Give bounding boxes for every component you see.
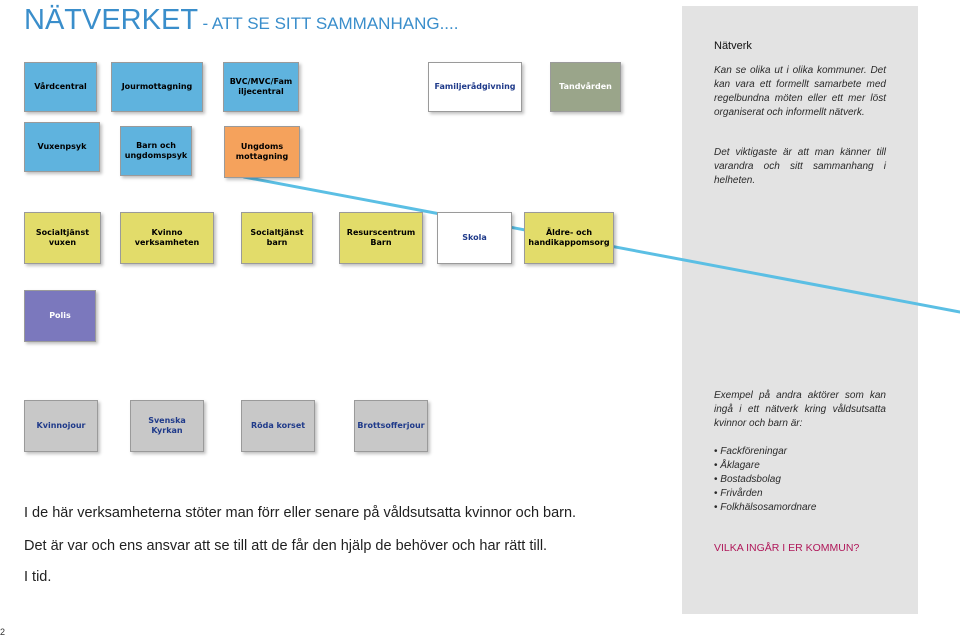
network-box-svenska-kyrkan: Svenska Kyrkan xyxy=(130,400,204,452)
network-box-aldre-handikappomsorg: Äldre- och handikappomsorg xyxy=(524,212,614,264)
network-box-socialtjanst-vuxen: Socialtjänst vuxen xyxy=(24,212,101,264)
examples-list-item: Fackföreningar xyxy=(714,445,816,459)
examples-list-item: Bostadsbolag xyxy=(714,473,816,487)
panel-paragraph-1: Kan se olika ut i olika kommuner. Det ka… xyxy=(714,65,886,118)
network-box-ungdomsmottagning: Ungdoms mottagning xyxy=(224,126,300,178)
network-box-familjeradgivning: Familjerådgivning xyxy=(428,62,522,112)
network-box-polis: Polis xyxy=(24,290,96,342)
network-box-bvc: BVC/MVC/Fam iljecentral xyxy=(223,62,299,112)
page-title-sub: - ATT SE SITT SAMMANHANG.... xyxy=(202,14,459,33)
body-text-line-2: Det är var och ens ansvar att se till at… xyxy=(24,538,548,554)
page-title: NÄTVERKET - ATT SE SITT SAMMANHANG.... xyxy=(24,4,458,37)
network-box-socialtjanst-barn: Socialtjänst barn xyxy=(241,212,313,264)
network-box-resurscentrum-barn: Resurscentrum Barn xyxy=(339,212,423,264)
network-box-jourmottagning: Jourmottagning xyxy=(111,62,203,112)
body-text-line-1: I de här verksamheterna stöter man förr … xyxy=(24,505,577,521)
network-box-tandvarden: Tandvården xyxy=(550,62,621,112)
examples-list-item: Folkhälsosamordnare xyxy=(714,501,816,515)
examples-list-item: Frivården xyxy=(714,487,816,501)
page-number: 2 xyxy=(0,627,6,637)
panel-question: VILKA INGÅR I ER KOMMUN? xyxy=(714,542,860,554)
examples-list-item: Åklagare xyxy=(714,459,816,473)
network-box-vuxenpsyk: Vuxenpsyk xyxy=(24,122,100,172)
panel-paragraph-2: Det viktigaste är att man känner till va… xyxy=(714,147,886,186)
network-box-roda-korset: Röda korset xyxy=(241,400,315,452)
network-box-kvinnoverksamheten: Kvinno verksamheten xyxy=(120,212,214,264)
panel-examples-intro: Exempel på andra aktörer som kan ingå i … xyxy=(714,390,886,429)
network-box-skola: Skola xyxy=(437,212,512,264)
network-box-brottsofferjour: Brottsofferjour xyxy=(354,400,428,452)
body-text-line-3: I tid. xyxy=(24,569,52,585)
panel-heading: Nätverk xyxy=(714,40,752,52)
network-box-vardcentral: Vårdcentral xyxy=(24,62,97,112)
network-box-kvinnojour: Kvinnojour xyxy=(24,400,98,452)
network-box-barn-ungdomspsyk: Barn och ungdomspsyk xyxy=(120,126,192,176)
examples-list: Fackföreningar Åklagare Bostadsbolag Fri… xyxy=(714,445,816,515)
page-title-main: NÄTVERKET xyxy=(24,4,199,36)
